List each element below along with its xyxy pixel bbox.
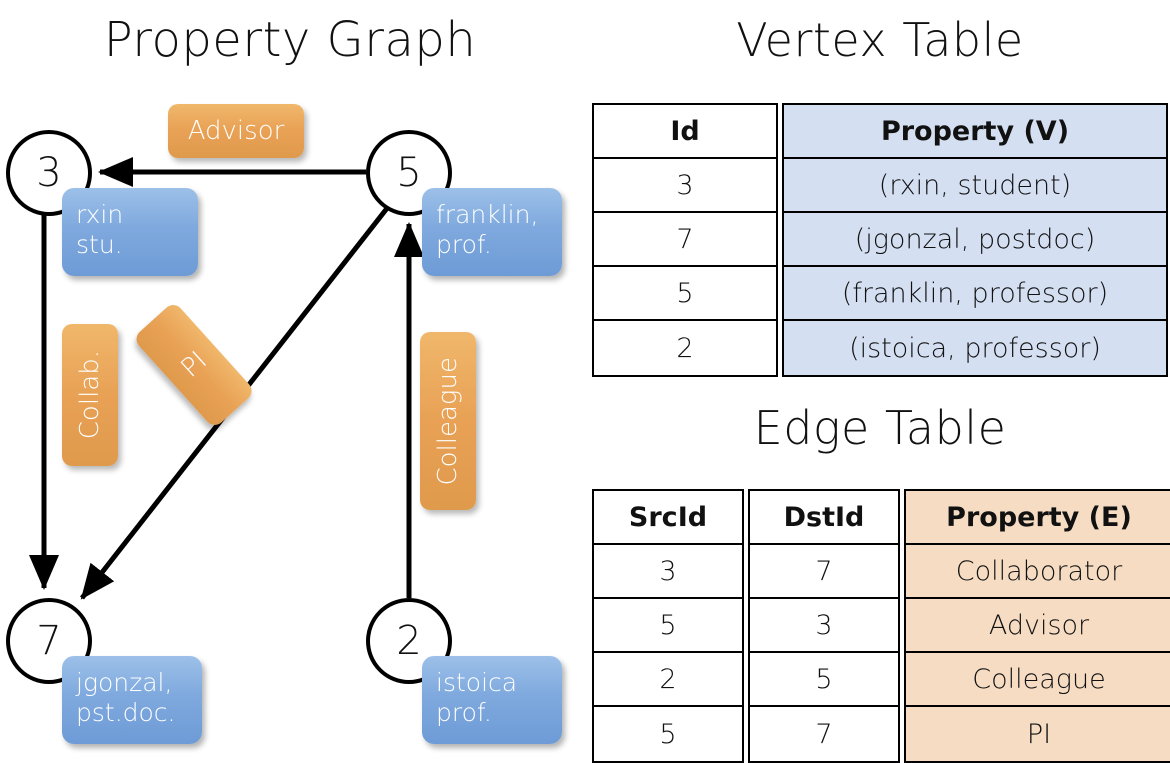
node-property-franklin-line1: franklin,	[436, 200, 539, 229]
edge-label-advisor-text: Advisor	[187, 116, 285, 146]
property-graph-diagram: 3 5 7 2 rxin stu. franklin, prof. jgonza…	[0, 0, 580, 760]
vertex-table-column-property: Property (V) (rxin, student) (jgonzal, p…	[782, 103, 1168, 377]
vertex-table-row: 2	[676, 332, 694, 364]
edge-label-collab-text: Collab.	[75, 350, 105, 440]
node-property-box-istoica: istoica prof.	[422, 656, 562, 744]
edge-table-row: 2	[594, 653, 742, 707]
vertex-table-column-id: Id 3 7 5 2	[592, 103, 778, 377]
page-title-property-graph: Property Graph	[103, 12, 477, 68]
edge-table-row: 5	[750, 653, 898, 707]
vertex-table-row: 3	[594, 159, 776, 213]
edge-table-row: 3	[750, 599, 898, 653]
edge-table-row: 5	[594, 599, 742, 653]
edge-label-colleague: Colleague	[420, 332, 476, 510]
edge-table: SrcId 3 5 2 5 DstId 7 3 5 7 Property (E)…	[592, 489, 1170, 763]
edge-table-header-srcid: SrcId	[594, 491, 742, 545]
node-property-istoica-line2: prof.	[436, 698, 492, 727]
node-property-box-jgonzal: jgonzal, pst.doc.	[62, 656, 202, 744]
vertex-table-row: (istoica, professor)	[784, 321, 1166, 375]
vertex-table-row: (jgonzal, postdoc)	[784, 213, 1166, 267]
vertex-table-row: 7	[594, 213, 776, 267]
vertex-table: Id 3 7 5 2 Property (V) (rxin, student) …	[592, 103, 1168, 377]
node-property-franklin-line2: prof.	[436, 230, 492, 259]
graph-node-2-label: 2	[396, 618, 422, 664]
edge-label-colleague-text: Colleague	[433, 356, 463, 486]
edge-table-row: 7	[750, 545, 898, 599]
graph-node-2[interactable]: 2	[366, 598, 452, 684]
graph-node-7-label: 7	[36, 618, 62, 664]
page-title-vertex-table: Vertex Table	[736, 13, 1024, 67]
edge-table-header-property: Property (E)	[906, 491, 1170, 545]
edge-label-pi-text: PI	[175, 346, 213, 384]
vertex-table-row: (franklin, professor)	[784, 267, 1166, 321]
edge-table-row: Collaborator	[906, 545, 1170, 599]
vertex-table-row: 5	[594, 267, 776, 321]
edge-label-advisor: Advisor	[168, 104, 304, 158]
vertex-table-header-id: Id	[594, 105, 776, 159]
edge-table-row: Advisor	[906, 599, 1170, 653]
edge-table-header-dstid: DstId	[750, 491, 898, 545]
edge-table-row: 5	[659, 718, 677, 750]
node-property-istoica-line1: istoica	[436, 668, 518, 697]
node-property-rxin-line2: stu.	[76, 230, 123, 259]
graph-node-5[interactable]: 5	[366, 130, 452, 216]
edge-table-row: Colleague	[906, 653, 1170, 707]
edge-table-column-property: Property (E) Collaborator Advisor Collea…	[904, 489, 1170, 763]
node-property-box-franklin: franklin, prof.	[422, 188, 562, 276]
edge-table-row: PI	[906, 707, 1170, 761]
graph-node-5-label: 5	[396, 150, 422, 196]
edge-table-column-srcid: SrcId 3 5 2 5	[592, 489, 744, 763]
node-property-jgonzal-line2: pst.doc.	[76, 698, 176, 727]
edge-label-collab: Collab.	[62, 324, 118, 466]
vertex-table-header-property: Property (V)	[784, 105, 1166, 159]
page-title-edge-table: Edge Table	[753, 401, 1007, 455]
edge-table-row: 3	[594, 545, 742, 599]
node-property-box-rxin: rxin stu.	[62, 188, 198, 276]
vertex-table-row: (rxin, student)	[784, 159, 1166, 213]
node-property-rxin-line1: rxin	[76, 200, 124, 229]
edge-table-row: 7	[815, 718, 833, 750]
node-property-jgonzal-line1: jgonzal,	[76, 668, 173, 697]
graph-node-3-label: 3	[36, 150, 62, 196]
edge-table-column-dstid: DstId 7 3 5 7	[748, 489, 900, 763]
